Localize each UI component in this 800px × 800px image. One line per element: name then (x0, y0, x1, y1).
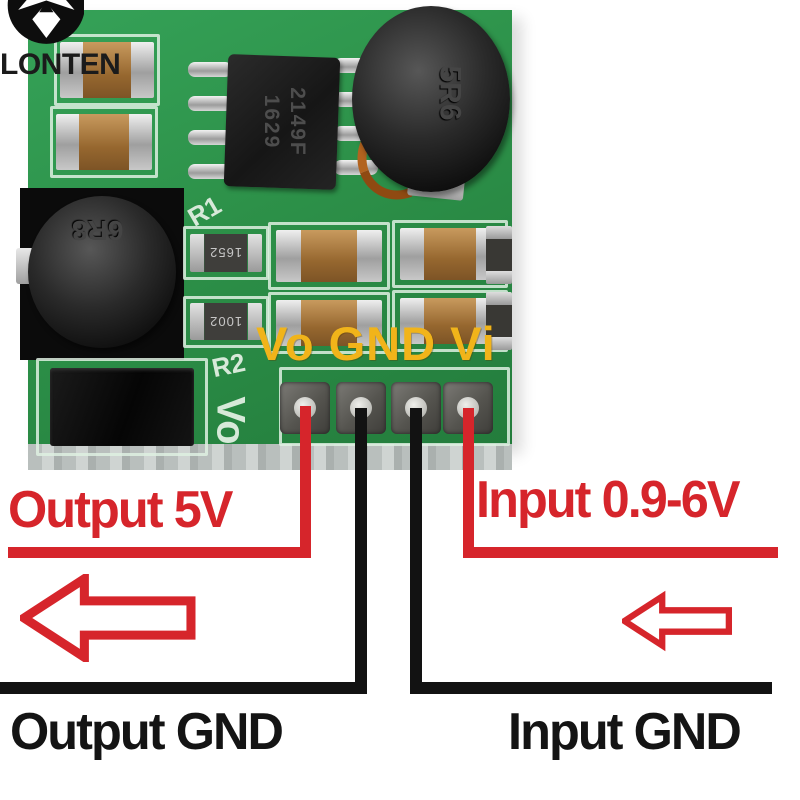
silkscreen-vo: Vo (208, 396, 253, 445)
output-direction-arrow-icon (20, 574, 196, 662)
capacitor (400, 228, 500, 280)
output-gnd-wire-horizontal (0, 682, 367, 694)
capacitor-terminal (276, 300, 302, 346)
capacitor (276, 230, 382, 282)
capacitor-outline (268, 292, 390, 354)
capacitor-terminal (56, 114, 80, 170)
capacitor-terminal (356, 230, 382, 282)
capacitor-terminal (60, 42, 83, 98)
capacitor-terminal (131, 42, 154, 98)
ic-pin (188, 62, 232, 77)
capacitor-terminal (356, 300, 382, 346)
input-wire-horizontal (463, 547, 778, 558)
smd-component (486, 226, 512, 284)
capacitor-outline (50, 106, 158, 178)
output-5v-wire-vertical (300, 406, 311, 558)
ic-marking-line1: 2149F (286, 87, 309, 157)
resistor-outline (183, 296, 269, 348)
resistor-terminal (247, 303, 262, 340)
resistor-terminal (190, 234, 205, 272)
smd-body (486, 238, 512, 272)
diode (50, 368, 194, 446)
ic-pin (334, 160, 378, 175)
capacitor-body (82, 42, 132, 98)
resistor-terminal (247, 234, 262, 272)
resistor: 1002 (190, 303, 262, 340)
inductor-right (352, 6, 510, 192)
capacitor-terminal (400, 298, 424, 344)
resistor: 1652 (190, 234, 262, 272)
capacitor-body (301, 230, 357, 282)
capacitor (56, 114, 152, 170)
capacitor (400, 298, 500, 344)
input-wire-vertical (463, 408, 474, 558)
capacitor-outline (54, 34, 160, 106)
capacitor-body (79, 114, 129, 170)
output-gnd-wire-vertical (355, 408, 367, 694)
output-voltage-label: Output 5V (8, 481, 233, 539)
ic-pin (188, 130, 232, 145)
smd-terminal (486, 337, 512, 350)
pcb-bottom-edge (28, 444, 512, 470)
capacitor (276, 300, 382, 346)
input-voltage-label: Input 0.9-6V (476, 471, 741, 529)
capacitor-body (301, 300, 357, 346)
inductor-left (28, 196, 176, 348)
ic-pin (188, 96, 232, 111)
capacitor (60, 42, 154, 98)
origami-bird-icon (7, 0, 84, 44)
ic-marking: 2149F 1629 (254, 62, 310, 182)
ic-pin (188, 164, 232, 179)
smd-terminal (486, 226, 512, 239)
input-gnd-wire-horizontal (410, 682, 772, 694)
inductor-left-marking: 6R8 (72, 215, 124, 246)
smd-body (486, 304, 512, 338)
resistor-marking: 1652 (204, 234, 248, 272)
resistor-marking: 1002 (204, 303, 248, 340)
diode-outline (36, 358, 208, 456)
capacitor-terminal (400, 228, 424, 280)
capacitor-body (424, 298, 476, 344)
capacitor-outline (268, 222, 390, 290)
ic-marking-line2: 1629 (260, 94, 283, 150)
inductor-right-marking: 5R6 (433, 65, 467, 121)
capacitor-terminal (276, 230, 302, 282)
input-gnd-wire-vertical (410, 408, 422, 694)
smd-terminal (486, 292, 512, 305)
capacitor-terminal (128, 114, 152, 170)
input-gnd-label: Input GND (508, 703, 742, 761)
smd-component (486, 292, 512, 350)
pin-labels-overlay: Vo GND Vi (256, 317, 496, 370)
resistor-outline (183, 226, 269, 280)
input-direction-arrow-icon (622, 590, 732, 652)
brand-logo-text: LONTEN (0, 48, 121, 81)
output-5v-wire-horizontal (8, 547, 311, 558)
resistor-terminal (190, 303, 205, 340)
output-gnd-label: Output GND (10, 703, 284, 761)
smd-terminal (486, 271, 512, 284)
capacitor-body (424, 228, 476, 280)
